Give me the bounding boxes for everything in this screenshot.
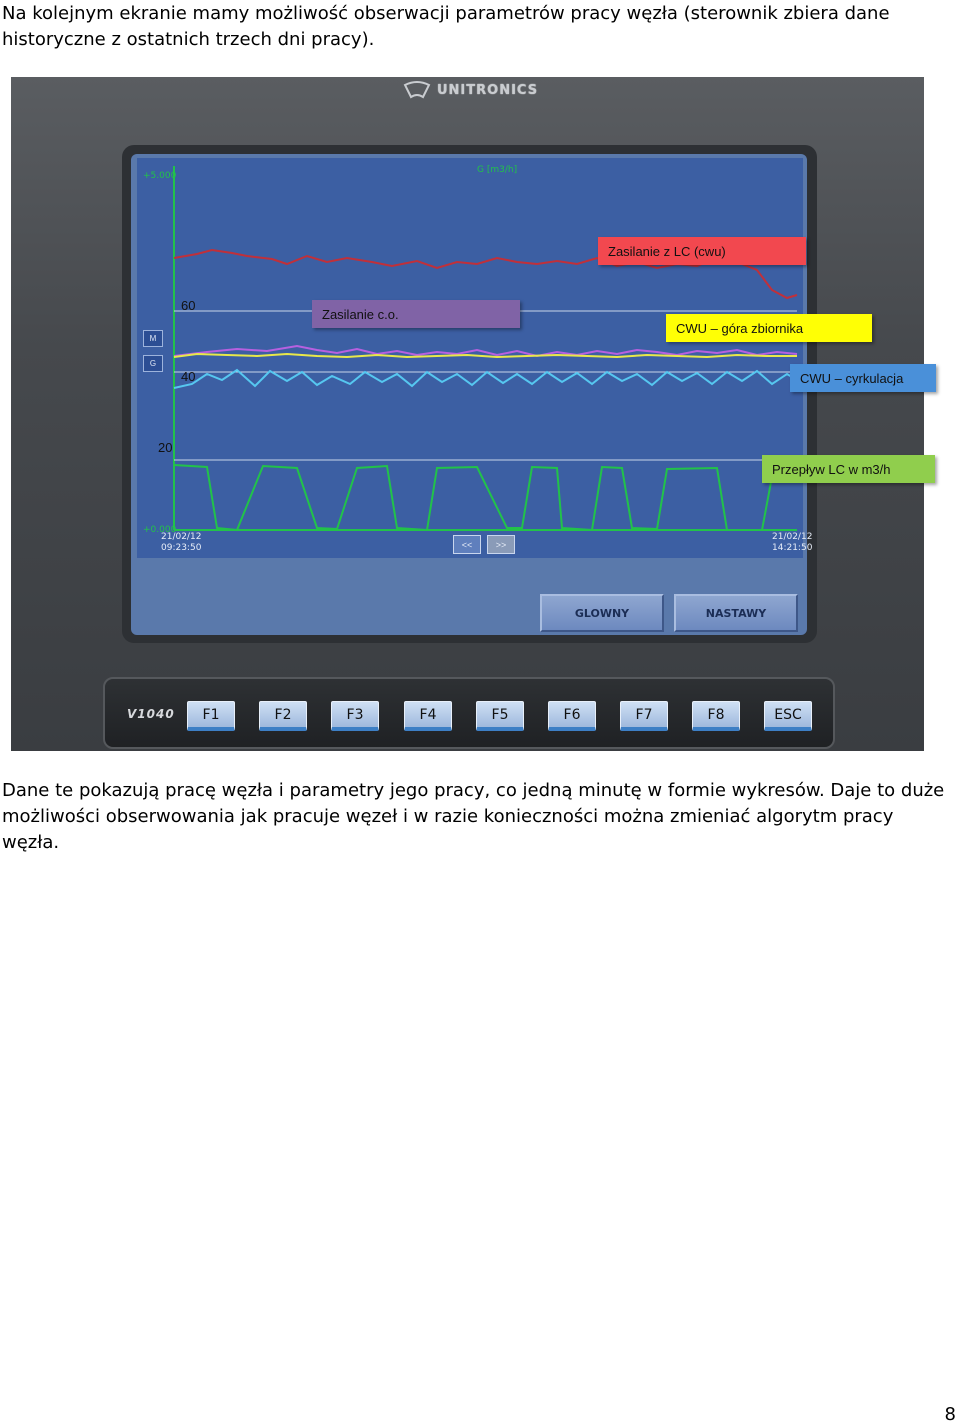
unitronics-logo-icon (403, 81, 431, 99)
callout-cwu-circulation: CWU – cyrkulacja (790, 364, 936, 392)
button-m[interactable]: M (143, 330, 163, 347)
key-f2[interactable]: F2 (259, 701, 307, 731)
key-f5[interactable]: F5 (476, 701, 524, 731)
tick-label-20: 20 (158, 440, 172, 455)
end-time: 14:21:50 (772, 543, 813, 553)
tick-label-40: 40 (181, 369, 195, 384)
callout-lc-cwu: Zasilanie z LC (cwu) (598, 237, 806, 265)
key-f8[interactable]: F8 (692, 701, 740, 731)
callout-co: Zasilanie c.o. (312, 300, 520, 328)
hmi-device-photo: UNITRONICS +5.000 +0.000 G [m3/h] 60 40 … (11, 77, 924, 751)
scroll-back-button[interactable]: << (453, 535, 481, 554)
y-axis-bottom-label: +0.000 (143, 525, 177, 535)
key-f1[interactable]: F1 (187, 701, 235, 731)
series-flow (173, 464, 797, 532)
y-axis-top-label: +5.000 (143, 171, 177, 181)
function-keypad: V1040 F1 F2 F3 F4 F5 F6 F7 F8 ESC (103, 677, 835, 749)
scroll-forward-button[interactable]: >> (487, 535, 515, 554)
start-date: 21/02/12 (161, 532, 202, 542)
chart-title: G [m3/h] (477, 165, 517, 175)
start-time: 09:23:50 (161, 543, 202, 553)
callout-flow: Przepływ LC w m3/h (762, 455, 935, 483)
tick-label-60: 60 (181, 298, 195, 313)
hmi-screen: +5.000 +0.000 G [m3/h] 60 40 20 M G 21/ (131, 154, 812, 635)
glowny-button[interactable]: GLOWNY (540, 594, 664, 632)
trend-chart-svg: +5.000 +0.000 G [m3/h] 60 40 20 (143, 165, 798, 535)
series-co (173, 344, 798, 358)
intro-paragraph: Na kolejnym ekranie mamy możliwość obser… (2, 3, 890, 50)
brand-logo: UNITRONICS (403, 77, 543, 103)
end-date: 21/02/12 (772, 532, 813, 542)
outro-paragraph: Dane te pokazują pracę węzła i parametry… (2, 780, 945, 853)
key-f4[interactable]: F4 (404, 701, 452, 731)
page-number: 8 (944, 1404, 956, 1425)
trend-chart: +5.000 +0.000 G [m3/h] 60 40 20 M G (137, 158, 803, 558)
series-cwu-top (173, 352, 797, 359)
callout-cwu-top: CWU – góra zbiornika (666, 314, 872, 342)
model-label: V1040 (127, 707, 175, 721)
key-esc[interactable]: ESC (764, 701, 812, 731)
series-cwu-circ (173, 368, 798, 389)
key-f6[interactable]: F6 (548, 701, 596, 731)
key-f7[interactable]: F7 (620, 701, 668, 731)
button-g[interactable]: G (143, 355, 163, 372)
nastawy-button[interactable]: NASTAWY (674, 594, 798, 632)
key-f3[interactable]: F3 (331, 701, 379, 731)
brand-name: UNITRONICS (437, 82, 539, 98)
